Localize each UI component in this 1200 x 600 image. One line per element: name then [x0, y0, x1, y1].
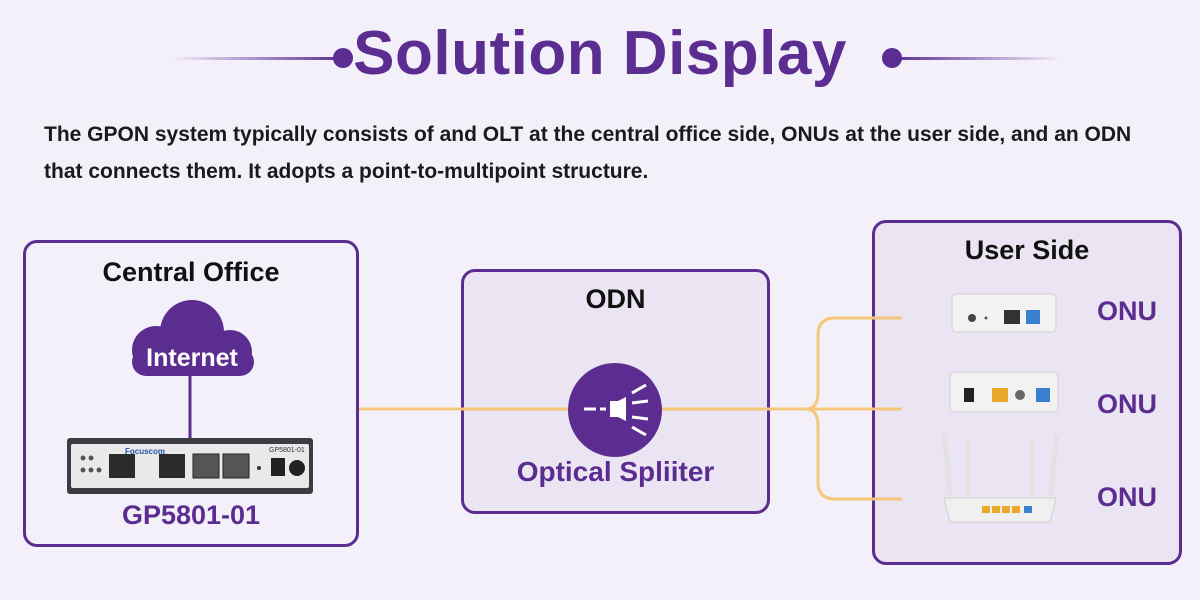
onu-device-icon-1: [951, 293, 1057, 333]
title-dot-left: [333, 48, 353, 68]
device-brand-text: Focuscom: [125, 447, 165, 456]
device-model-small-text: GP5801-01: [269, 447, 305, 454]
internet-label: Internet: [146, 344, 238, 372]
central-office-title: Central Office: [102, 257, 280, 287]
odn-title: ODN: [585, 284, 646, 314]
onu-device-icon-2: [949, 371, 1059, 413]
olt-model-label: GP5801-01: [121, 500, 261, 530]
odn-box: ODN: [461, 269, 770, 514]
optical-splitter-icon: [568, 363, 662, 457]
user-side-title: User Side: [964, 235, 1090, 265]
onu-router-icon-3: [941, 434, 1060, 523]
page-title: Solution Display: [353, 19, 847, 88]
optical-splitter-label: Optical Spliiter: [516, 456, 715, 487]
title-decoration-left: [170, 57, 345, 60]
onu-label-1: ONU: [1097, 296, 1157, 326]
onu-label-2: ONU: [1097, 389, 1157, 419]
title-decoration-right: [893, 57, 1063, 60]
onu-label-3: ONU: [1097, 482, 1157, 512]
olt-device-icon: Focuscom GP5801-01: [67, 438, 313, 494]
title-dot-right: [882, 48, 902, 68]
internet-cloud-icon: [132, 300, 254, 376]
description-text: The GPON system typically consists of an…: [44, 123, 1132, 183]
